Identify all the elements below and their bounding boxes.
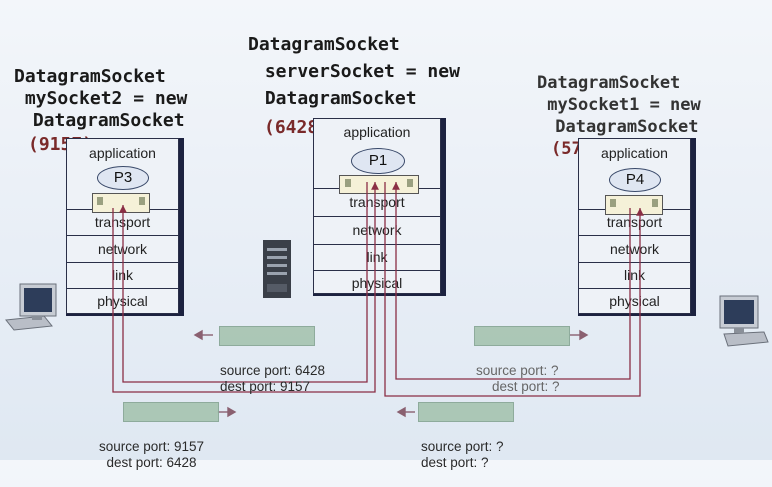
- dest-port-label: dest port: 6428: [99, 455, 197, 470]
- dest-port-label: dest port: 9157: [220, 379, 311, 394]
- application-label: application: [89, 145, 156, 161]
- server-icon: [263, 240, 291, 298]
- source-port-label: source port: 6428: [220, 363, 326, 378]
- source-port-label: source port: ?: [421, 439, 504, 454]
- computer-icon-left: [5, 283, 57, 331]
- computer-icon-right: [719, 295, 769, 347]
- application-label: application: [601, 145, 668, 161]
- network-layer: network: [579, 235, 690, 262]
- layer-label: transport: [606, 214, 663, 230]
- path-p4-to-p1: [392, 182, 631, 380]
- segment-b-header: source port: ?dest port: ?: [476, 347, 560, 411]
- process-p3: P3: [97, 166, 149, 190]
- code-left-line1: DatagramSocket: [14, 66, 166, 87]
- dest-port-label: dest port: ?: [421, 455, 489, 470]
- code-center-line1: DatagramSocket: [248, 34, 400, 55]
- segment-b: [474, 326, 570, 346]
- network-layer: network: [314, 216, 440, 244]
- segment-c-header: source port: 9157 dest port: 6428: [99, 423, 204, 487]
- layer-label: transport: [349, 194, 405, 210]
- application-label: application: [343, 124, 411, 140]
- dest-port-label: dest port: ?: [492, 379, 560, 394]
- layer-label: link: [366, 249, 388, 265]
- code-right-line3: DatagramSocket: [545, 117, 699, 137]
- path-p1-to-p3: [119, 182, 368, 383]
- code-right-line1: DatagramSocket: [537, 73, 681, 93]
- path-p1-to-p4: [384, 182, 644, 397]
- physical-layer: physical: [314, 270, 440, 295]
- process-p4: P4: [609, 168, 661, 192]
- source-port-label: source port: 9157: [99, 439, 205, 454]
- code-left-line2: mySocket2 = new: [14, 88, 188, 109]
- physical-layer: physical: [579, 288, 690, 315]
- protocol-stack-right: application P4 transport network link ph…: [578, 138, 696, 316]
- connection-lines: [112, 182, 644, 418]
- segment-c: [123, 402, 219, 422]
- process-p1: P1: [351, 148, 405, 174]
- code-center-line3: DatagramSocket: [254, 88, 417, 109]
- segment-a: [219, 326, 315, 346]
- layer-label: physical: [351, 275, 403, 291]
- layer-label: network: [352, 222, 402, 238]
- path-p3-to-p1: [112, 182, 379, 393]
- code-left-line3: DatagramSocket: [22, 110, 185, 131]
- code-right-line2: mySocket1 = new: [537, 95, 701, 115]
- link-layer: link: [314, 244, 440, 270]
- segment-d-header: source port: ?dest port: ?: [421, 423, 504, 487]
- protocol-stack-center: application P1 transport network link ph…: [313, 118, 446, 296]
- segment-d: [418, 402, 514, 422]
- layer-label: physical: [609, 293, 660, 309]
- source-port-label: source port: ?: [476, 363, 559, 378]
- socket-right: [605, 195, 663, 215]
- layer-label: network: [609, 241, 660, 257]
- code-center-line2: serverSocket = new: [254, 61, 460, 82]
